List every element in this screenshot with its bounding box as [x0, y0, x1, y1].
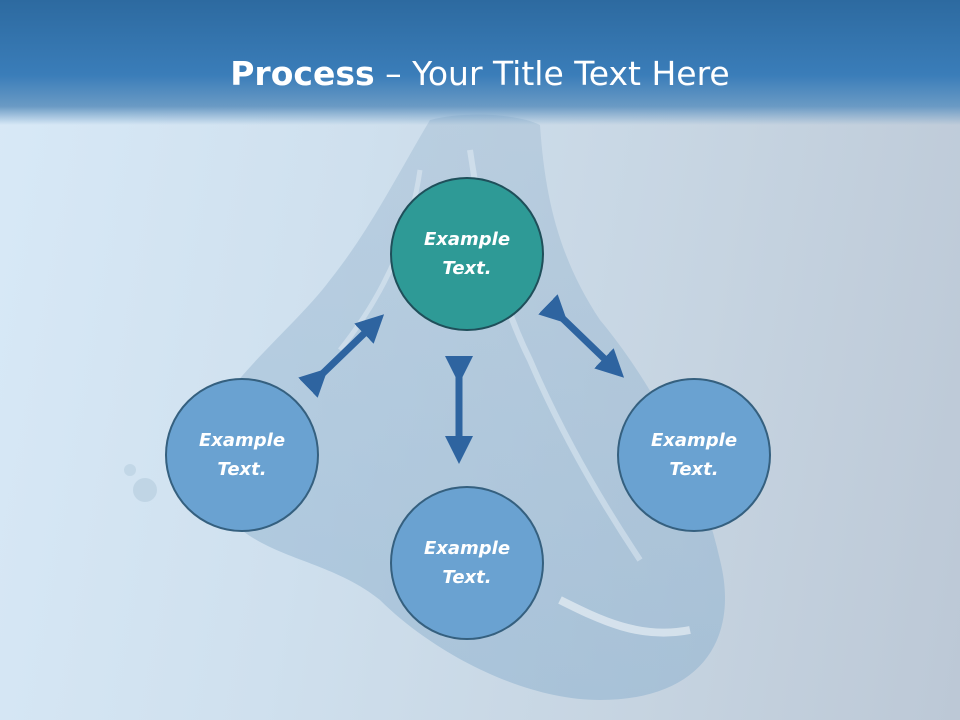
node-top-line2: Text. [442, 258, 492, 279]
title-rest: – Your Title Text Here [374, 54, 730, 93]
title-bold: Process [230, 54, 375, 93]
node-left-line2: Text. [217, 459, 267, 480]
node-right-line1: Example [650, 430, 738, 451]
process-node-bottom[interactable]: Example Text. [390, 486, 544, 640]
process-node-top[interactable]: Example Text. [390, 177, 544, 331]
process-node-left[interactable]: Example Text. [165, 378, 319, 532]
arrow-top-left [298, 314, 385, 398]
node-bottom-line1: Example [423, 538, 511, 559]
node-bottom-line2: Text. [442, 567, 492, 588]
node-top-line1: Example [423, 229, 511, 250]
slide-title[interactable]: Process – Your Title Text Here [0, 50, 960, 98]
title-bar [0, 0, 960, 125]
node-left-line1: Example [198, 430, 286, 451]
process-node-right[interactable]: Example Text. [617, 378, 771, 532]
node-right-line2: Text. [669, 459, 719, 480]
arrow-top-right [538, 294, 625, 378]
